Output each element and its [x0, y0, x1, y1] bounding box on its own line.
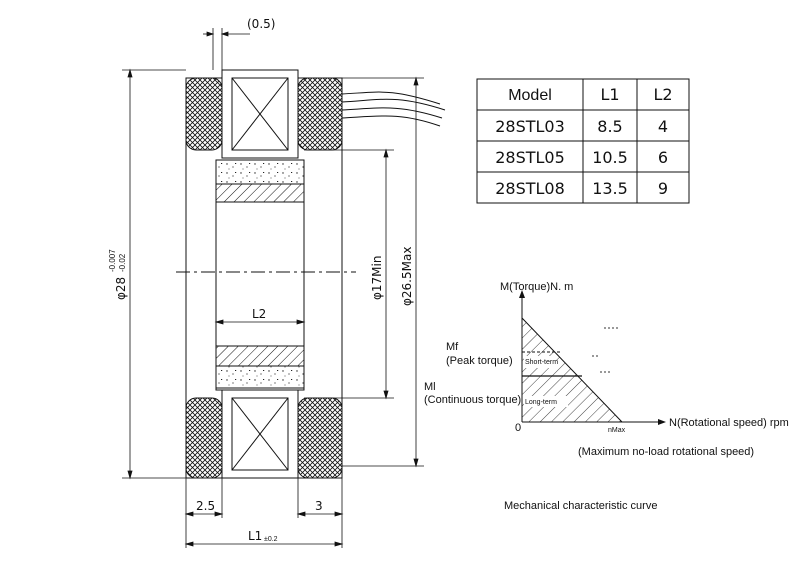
table-cell-model: 28STL03 — [495, 117, 565, 136]
dim-outer-dia-tol-lower: -0.02 — [118, 253, 127, 272]
lead-wire-3 — [341, 107, 443, 119]
model-table: Model L1 L2 28STL03 8.5 4 28STL05 10.5 6… — [476, 78, 690, 204]
curve-caption: Mechanical characteristic curve — [504, 500, 657, 512]
curve-boundary — [521, 317, 623, 423]
peak-torque-label: (Peak torque) — [446, 355, 513, 367]
nmax-label: nMax — [608, 427, 626, 434]
table-header-l2: L2 — [653, 85, 672, 104]
table-cell-model: 28STL05 — [495, 148, 565, 167]
y-axis-arrow — [519, 290, 525, 298]
long-term-patch — [524, 396, 568, 407]
dim-right-step: 3 — [315, 499, 323, 513]
table-cell-l2: 9 — [658, 179, 668, 198]
nmax-caption: (Maximum no-load rotational speed) — [578, 446, 754, 458]
bottom-left-winding — [185, 397, 223, 479]
dim-l1: L1 — [248, 529, 262, 543]
lead-wire-2 — [341, 98, 446, 111]
table-cell-model: 28STL08 — [495, 179, 565, 198]
bottom-bearing-inner — [231, 397, 289, 471]
table-cell-l2: 6 — [658, 148, 668, 167]
continuous-torque-label: (Continuous torque) — [424, 394, 521, 406]
bottom-right-winding — [297, 397, 343, 479]
top-hatched-band — [215, 183, 305, 203]
bottom-bearing — [221, 387, 299, 479]
x-axis-arrow — [658, 419, 666, 425]
dim-l1-tol: ±0.2 — [264, 536, 278, 543]
dim-l2: L2 — [252, 307, 266, 321]
top-magnet-band — [215, 159, 305, 185]
table-header-model: Model — [508, 87, 552, 104]
table-cell-l2: 4 — [658, 117, 668, 136]
top-right-winding — [297, 77, 343, 151]
dim-inner-diameter: φ17Min — [370, 256, 384, 300]
dim-outer-dia-tol-upper: -0.007 — [108, 249, 117, 272]
short-term-patch — [524, 356, 556, 368]
x-axis-label: N(Rotational speed) rpm — [669, 417, 789, 429]
dim-max-diameter: φ26.5Max — [400, 247, 414, 306]
lead-wire-1 — [341, 91, 441, 105]
origin-label: 0 — [515, 422, 521, 434]
dim-top-gap: (0.5) — [247, 17, 275, 31]
table-cell-l1: 8.5 — [597, 117, 622, 136]
short-term-label: Short-term — [525, 359, 558, 366]
bottom-magnet-band — [215, 365, 305, 389]
ml-label: Ml — [424, 381, 436, 393]
top-bearing-inner — [231, 77, 289, 151]
top-left-winding — [185, 77, 223, 151]
bottom-hatched-band — [215, 345, 305, 367]
mf-label: Mf — [446, 341, 459, 353]
dim-outer-dia-text: φ28 — [114, 277, 128, 300]
characteristic-curve: M(Torque)N. m N(Rotational speed) rpm Mf… — [424, 281, 789, 512]
dim-outer-diameter: φ28 -0.007 -0.02 — [108, 249, 128, 300]
y-axis-label: M(Torque)N. m — [500, 281, 573, 293]
motor-cross-section — [185, 69, 446, 479]
long-term-label: Long-term — [525, 399, 557, 406]
dim-left-step: 2.5 — [196, 499, 215, 513]
table-header-l1: L1 — [600, 85, 619, 104]
table-cell-l1: 10.5 — [592, 148, 628, 167]
lead-wire-4 — [341, 115, 441, 127]
table-cell-l1: 13.5 — [592, 179, 628, 198]
dimension-lines — [122, 28, 424, 548]
